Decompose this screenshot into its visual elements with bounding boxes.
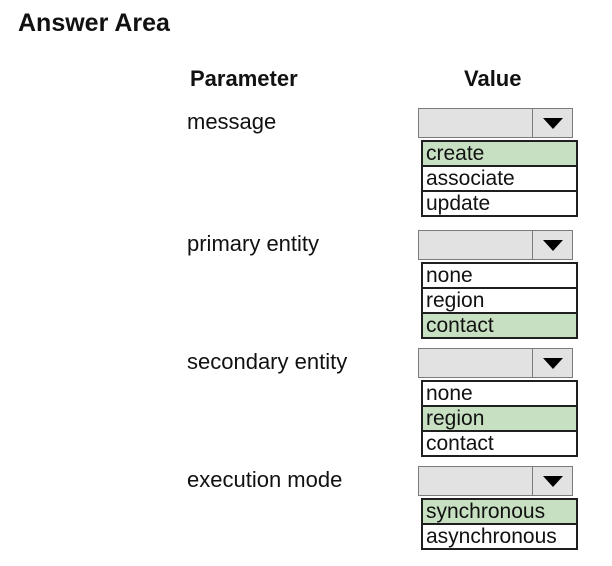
dropdown-option[interactable]: none	[423, 382, 576, 405]
answer-area-title: Answer Area	[18, 9, 170, 37]
value-dropdown[interactable]	[418, 108, 573, 138]
dropdown-display[interactable]	[419, 231, 532, 259]
dropdown-option[interactable]: contact	[423, 430, 576, 455]
dropdown-option[interactable]: none	[423, 264, 576, 287]
dropdown-option[interactable]: contact	[423, 312, 576, 337]
parameter-label: secondary entity	[187, 349, 348, 374]
dropdown-arrow-button[interactable]	[532, 231, 572, 259]
dropdown-arrow-button[interactable]	[532, 467, 572, 495]
dropdown-option[interactable]: region	[423, 405, 576, 430]
dropdown-display[interactable]	[419, 467, 532, 495]
dropdown-option[interactable]: synchronous	[423, 500, 576, 523]
dropdown-display[interactable]	[419, 109, 532, 137]
dropdown-option[interactable]: associate	[423, 165, 576, 190]
caret-down-icon	[542, 357, 563, 369]
parameter-label: message	[187, 109, 277, 134]
caret-down-icon	[542, 117, 563, 129]
dropdown-options-list: synchronous asynchronous	[421, 498, 578, 550]
parameter-label: primary entity	[187, 231, 320, 256]
parameter-label: execution mode	[187, 467, 343, 492]
column-header-parameter: Parameter	[190, 66, 298, 91]
column-header-value: Value	[464, 66, 522, 91]
value-dropdown[interactable]	[418, 466, 573, 496]
dropdown-arrow-button[interactable]	[532, 349, 572, 377]
dropdown-option[interactable]: region	[423, 287, 576, 312]
dropdown-option[interactable]: create	[423, 142, 576, 165]
dropdown-options-list: create associate update	[421, 140, 578, 217]
dropdown-options-list: none region contact	[421, 262, 578, 339]
dropdown-options-list: none region contact	[421, 380, 578, 457]
dropdown-option[interactable]: asynchronous	[423, 523, 576, 548]
dropdown-arrow-button[interactable]	[532, 109, 572, 137]
dropdown-option[interactable]: update	[423, 190, 576, 215]
caret-down-icon	[542, 239, 563, 251]
value-dropdown[interactable]	[418, 348, 573, 378]
caret-down-icon	[542, 475, 563, 487]
value-dropdown[interactable]	[418, 230, 573, 260]
dropdown-display[interactable]	[419, 349, 532, 377]
